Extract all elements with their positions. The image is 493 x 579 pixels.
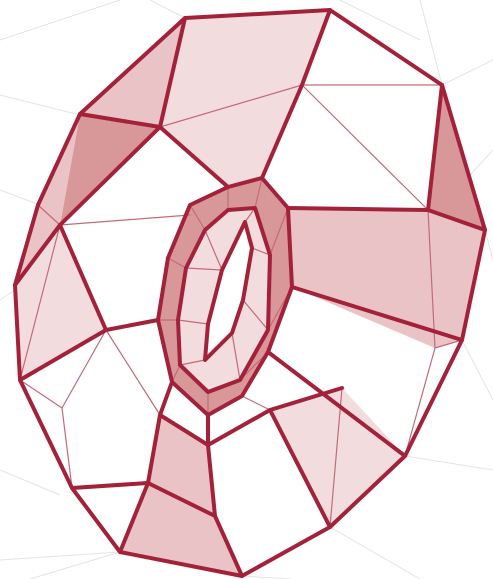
face-right-upper-dark: [428, 85, 485, 230]
shaded-faces: [15, 10, 485, 576]
face-bottom-right-light: [270, 388, 405, 527]
face-right-large: [288, 208, 485, 348]
